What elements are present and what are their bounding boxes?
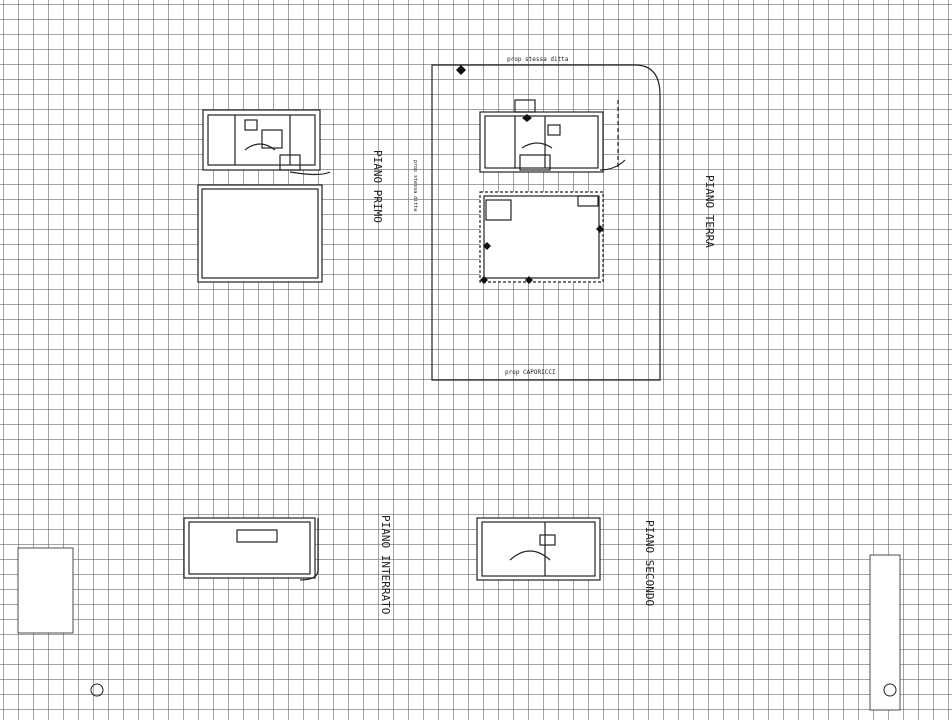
label-prop-top: prop stessa ditta [507,56,569,63]
title-block [869,554,901,711]
approval-stamp [17,547,74,634]
plan-piano-terra [479,99,626,283]
label-piano-interrato: PIANO INTERRATO [379,515,392,614]
label-prop-bottom: prop CAPORICCI [505,369,556,376]
label-piano-primo: PIANO PRIMO [371,150,384,223]
label-prop-left: prop stessa ditta [412,160,418,211]
plan-piano-interrato [183,517,319,581]
plan-piano-primo [197,109,331,283]
plan-piano-secondo [476,517,601,581]
property-boundary [431,64,661,381]
label-piano-secondo: PIANO SECONDO [643,520,656,606]
label-piano-terra: PIANO TERRA [703,175,716,248]
